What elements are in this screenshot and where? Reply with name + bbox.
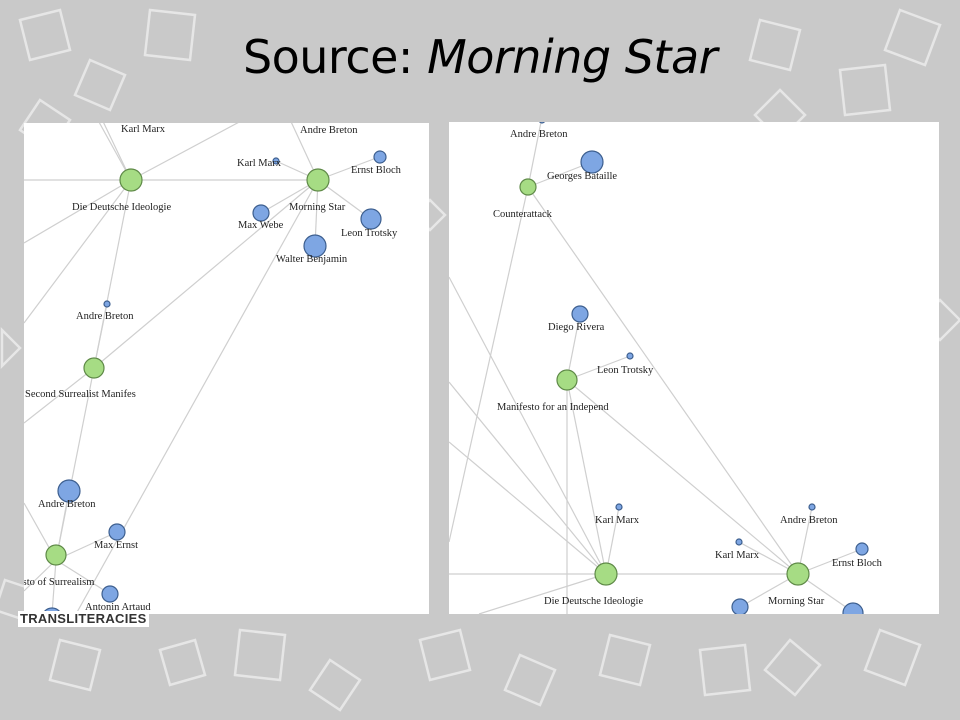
- node-max-ernst[interactable]: [108, 523, 126, 541]
- nodes: [42, 150, 387, 614]
- edge: [24, 367, 95, 424]
- label-ernst-bloch: Ernst Bloch: [351, 165, 402, 176]
- node-morning-star[interactable]: [786, 562, 810, 586]
- network-graph-left: Karl Marx Andre Breton Karl Marx Ernst B…: [24, 123, 429, 614]
- node-diego-rivera[interactable]: [571, 305, 589, 323]
- label-second-surrealist-manifesto: Second Surrealist Manifes: [25, 389, 136, 400]
- edge: [527, 122, 542, 188]
- edge: [449, 441, 607, 575]
- label-karl-marx: Karl Marx: [715, 550, 760, 561]
- label-die-deutsche-ideologie: Die Deutsche Ideologie: [544, 596, 643, 607]
- edge: [103, 123, 132, 181]
- label-counterattack: Counterattack: [493, 209, 553, 220]
- edge: [24, 179, 132, 324]
- node-max-weber[interactable]: [252, 204, 270, 222]
- edge: [527, 186, 799, 575]
- label-andre-breton: Andre Breton: [76, 311, 134, 322]
- label-die-deutsche-ideologie: Die Deutsche Ideologie: [72, 202, 171, 213]
- edge: [75, 179, 319, 614]
- node-manifesto-of-surrealism[interactable]: [45, 544, 67, 566]
- edges: [24, 123, 380, 614]
- label-karl-marx: Karl Marx: [595, 515, 640, 526]
- label-leon-trotsky: Leon Trotsky: [341, 228, 398, 239]
- label-antonin-artaud: Antonin Artaud: [85, 602, 151, 613]
- label-ernst-bloch: Ernst Bloch: [832, 558, 883, 569]
- label-georges-bataille: Georges Bataille: [547, 171, 617, 182]
- edge: [449, 276, 607, 575]
- label-max-weber: Max Webe: [238, 220, 284, 231]
- labels: Karl Marx Andre Breton Karl Marx Ernst B…: [24, 124, 402, 613]
- label-karl-marx: Karl Marx: [237, 158, 282, 169]
- edge: [566, 355, 631, 381]
- edge: [566, 379, 607, 575]
- edge: [98, 123, 132, 181]
- transliteracies-logo: TRANSLITERACIES: [18, 611, 149, 627]
- node-morning-star[interactable]: [306, 168, 330, 192]
- node-ernst-bloch[interactable]: [855, 542, 869, 556]
- node-leon-trotsky[interactable]: [360, 208, 382, 230]
- node-antonin-artaud[interactable]: [101, 585, 119, 603]
- node-karl-marx[interactable]: [735, 538, 743, 546]
- node-karl-marx[interactable]: [615, 503, 623, 511]
- label-morning-star: Morning Star: [289, 202, 346, 213]
- title-italic: Morning Star: [427, 30, 718, 84]
- edges: [449, 122, 863, 614]
- node-leon-trotsky[interactable]: [842, 602, 864, 614]
- label-morning-star: Morning Star: [768, 596, 825, 607]
- edge: [24, 179, 132, 244]
- edge: [449, 186, 529, 543]
- node-die-deutsche-ideologie[interactable]: [119, 168, 143, 192]
- node-walter-benjamin[interactable]: [303, 234, 327, 258]
- node-karl-marx[interactable]: [272, 157, 280, 165]
- node-counterattack[interactable]: [519, 178, 537, 196]
- edge: [93, 179, 319, 369]
- node-second-surrealist-manifesto[interactable]: [83, 357, 105, 379]
- label-andre-breton: Andre Breton: [38, 499, 96, 510]
- label-karl-marx: Karl Marx: [121, 124, 166, 135]
- edge: [93, 303, 108, 369]
- label-andre-breton: Andre Breton: [510, 129, 568, 140]
- node-leon-trotsky[interactable]: [626, 352, 634, 360]
- label-manifesto-of-surrealism: esto of Surrealism: [24, 577, 94, 588]
- node-manifesto-for-an-independent-art[interactable]: [556, 369, 578, 391]
- graph-right-svg: Andre Breton Georges Bataille Counteratt…: [449, 122, 883, 614]
- node-andre-breton[interactable]: [103, 300, 111, 308]
- label-diego-rivera: Diego Rivera: [548, 322, 605, 333]
- edge: [566, 379, 799, 575]
- label-andre-breton: Andre Breton: [780, 515, 838, 526]
- edge: [566, 313, 581, 381]
- labels: Andre Breton Georges Bataille Counteratt…: [493, 129, 883, 607]
- edge: [449, 381, 607, 575]
- edge: [130, 123, 239, 181]
- edge: [55, 559, 111, 595]
- edge: [290, 123, 319, 181]
- node-andre-breton[interactable]: [808, 503, 816, 511]
- label-leon-trotsky: Leon Trotsky: [597, 365, 654, 376]
- label-walter-benjamin: Walter Benjamin: [276, 254, 348, 265]
- edge: [51, 559, 57, 614]
- edge: [24, 559, 57, 592]
- node-georges-bataille[interactable]: [580, 150, 604, 174]
- label-manifesto-for-an-independent-art: Manifesto for an Independ: [497, 402, 609, 413]
- slide-title: Source: Morning Star: [0, 30, 960, 84]
- edge: [478, 573, 607, 614]
- node-max-weber[interactable]: [731, 598, 749, 614]
- node-die-deutsche-ideologie[interactable]: [594, 562, 618, 586]
- node-ernst-bloch[interactable]: [373, 150, 387, 164]
- label-andre-breton: Andre Breton: [300, 125, 358, 136]
- title-prefix: Source:: [242, 30, 428, 84]
- graph-left-svg: Karl Marx Andre Breton Karl Marx Ernst B…: [24, 123, 402, 614]
- node-andre-breton[interactable]: [539, 122, 545, 124]
- label-max-ernst: Max Ernst: [94, 540, 138, 551]
- network-graph-right: Andre Breton Georges Bataille Counteratt…: [449, 122, 939, 614]
- nodes: [519, 122, 869, 614]
- node-andre-breton[interactable]: [57, 479, 81, 503]
